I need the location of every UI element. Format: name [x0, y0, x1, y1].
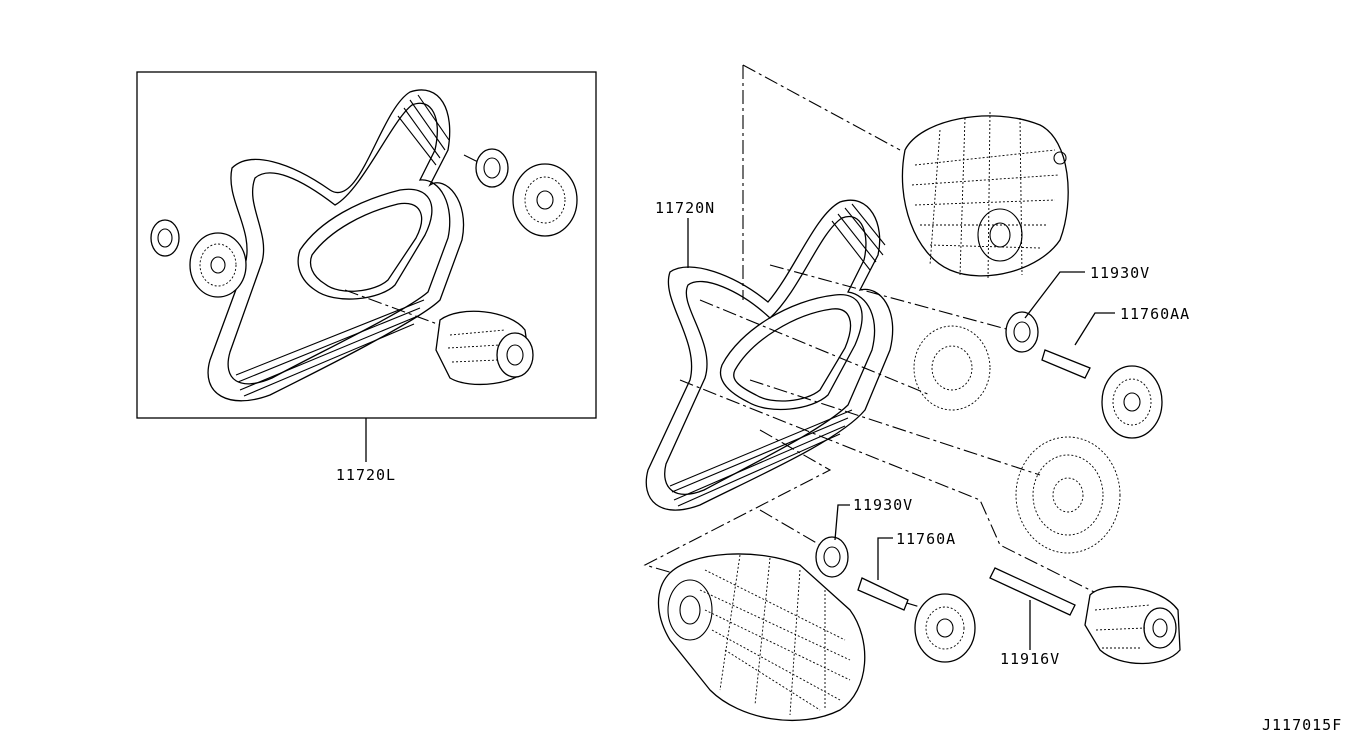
- callout-tensioner-bolt: 11916V: [1000, 650, 1060, 668]
- serpentine-belt: [645, 199, 894, 511]
- belt-kit-box: [136, 71, 597, 462]
- kit-pulley-upper: [463, 148, 578, 237]
- idler-pulley-upper: [1005, 311, 1163, 439]
- drive-pulley-dotted: [913, 325, 991, 411]
- diagram-id: J117015F: [1262, 716, 1342, 734]
- callout-belt: 11720N: [655, 199, 715, 217]
- callout-idler-cap-lower: 11930V: [853, 496, 913, 514]
- belt-tensioner: [989, 567, 1181, 665]
- callout-leaders: [687, 218, 1115, 650]
- alternator: [901, 111, 1069, 281]
- assembly-leader-lines: [643, 64, 1111, 611]
- ac-compressor: [657, 553, 866, 721]
- callout-idler-cap-upper: 11930V: [1090, 264, 1150, 282]
- kit-pulley-lower: [150, 219, 247, 298]
- kit-tensioner: [344, 289, 534, 386]
- crankshaft-pulley: [1015, 436, 1121, 554]
- idler-pulley-lower: [815, 536, 976, 663]
- callout-idler-bolt-lower: 11760A: [896, 530, 956, 548]
- callout-idler-bolt-upper: 11760AA: [1120, 305, 1190, 323]
- kit-belt-drawing: [207, 89, 465, 402]
- callout-belt-kit: 11720L: [336, 466, 396, 484]
